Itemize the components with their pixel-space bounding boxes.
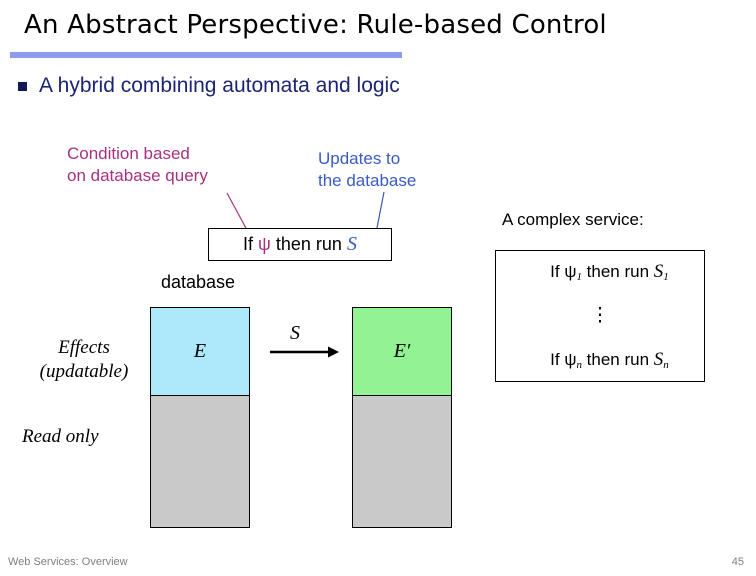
- linen-psi-subscript: n: [576, 359, 582, 371]
- database-label: database: [160, 272, 236, 292]
- linen-prefix: If: [550, 350, 565, 369]
- effects-cell-after-value: E′: [393, 340, 411, 362]
- label-effects-updatable: Effects (updatable): [39, 337, 129, 382]
- read-only-cell-after: [353, 396, 451, 527]
- line1-prefix: If: [550, 262, 565, 281]
- linen-middle: then run: [581, 350, 654, 369]
- linen-psi: ψ: [564, 350, 577, 369]
- rule-box: If ψ then run S: [208, 228, 392, 261]
- line1-psi-subscript: 1: [576, 271, 582, 283]
- complex-service-vertical-dots: ⋮: [590, 305, 610, 326]
- title-underline-rule: [10, 52, 402, 58]
- connector-line-updates: [376, 191, 385, 229]
- rule-condition-symbol: ψ: [258, 234, 271, 254]
- effects-cell-before-value: E: [193, 340, 207, 362]
- linen-s: S: [653, 349, 664, 370]
- complex-service-line-last: If ψn then run Sn: [531, 329, 669, 391]
- line1-psi: ψ: [564, 262, 577, 281]
- bullet-text: A hybrid combining automata and logic: [39, 74, 400, 97]
- effects-cell-before: E: [151, 308, 249, 396]
- complex-service-box: If ψ1 then run S1 ⋮ If ψn then run Sn: [495, 250, 705, 382]
- rule-middle: then run: [270, 234, 347, 254]
- line1-middle: then run: [581, 262, 654, 281]
- rule-prefix: If: [243, 234, 259, 254]
- database-column-before: E: [150, 307, 250, 528]
- transition-label: S: [290, 322, 300, 344]
- square-bullet-icon: [18, 81, 27, 91]
- line1-s-subscript: 1: [663, 271, 669, 283]
- linen-s-subscript: n: [663, 359, 669, 371]
- footer-text: Web Services: Overview: [8, 556, 128, 568]
- rule-action-symbol: S: [346, 233, 357, 255]
- complex-service-line-first: If ψ1 then run S1: [531, 241, 669, 303]
- transition-arrow-icon: [268, 344, 340, 365]
- bullet-row: A hybrid combining automata and logic: [18, 74, 400, 98]
- read-only-cell-before: [151, 396, 249, 527]
- effects-cell-after: E′: [353, 308, 451, 396]
- callout-updates-to-the-database: Updates to the database: [318, 149, 417, 190]
- callout-condition-based-on-database-query: Condition based on database query: [67, 144, 208, 185]
- database-column-after: E′: [352, 307, 452, 528]
- line1-s: S: [653, 261, 664, 282]
- complex-service-caption: A complex service:: [502, 210, 644, 229]
- label-read-only: Read only: [22, 426, 99, 447]
- page-title: An Abstract Perspective: Rule-based Cont…: [24, 10, 607, 40]
- footer-page-number: 45: [731, 556, 744, 568]
